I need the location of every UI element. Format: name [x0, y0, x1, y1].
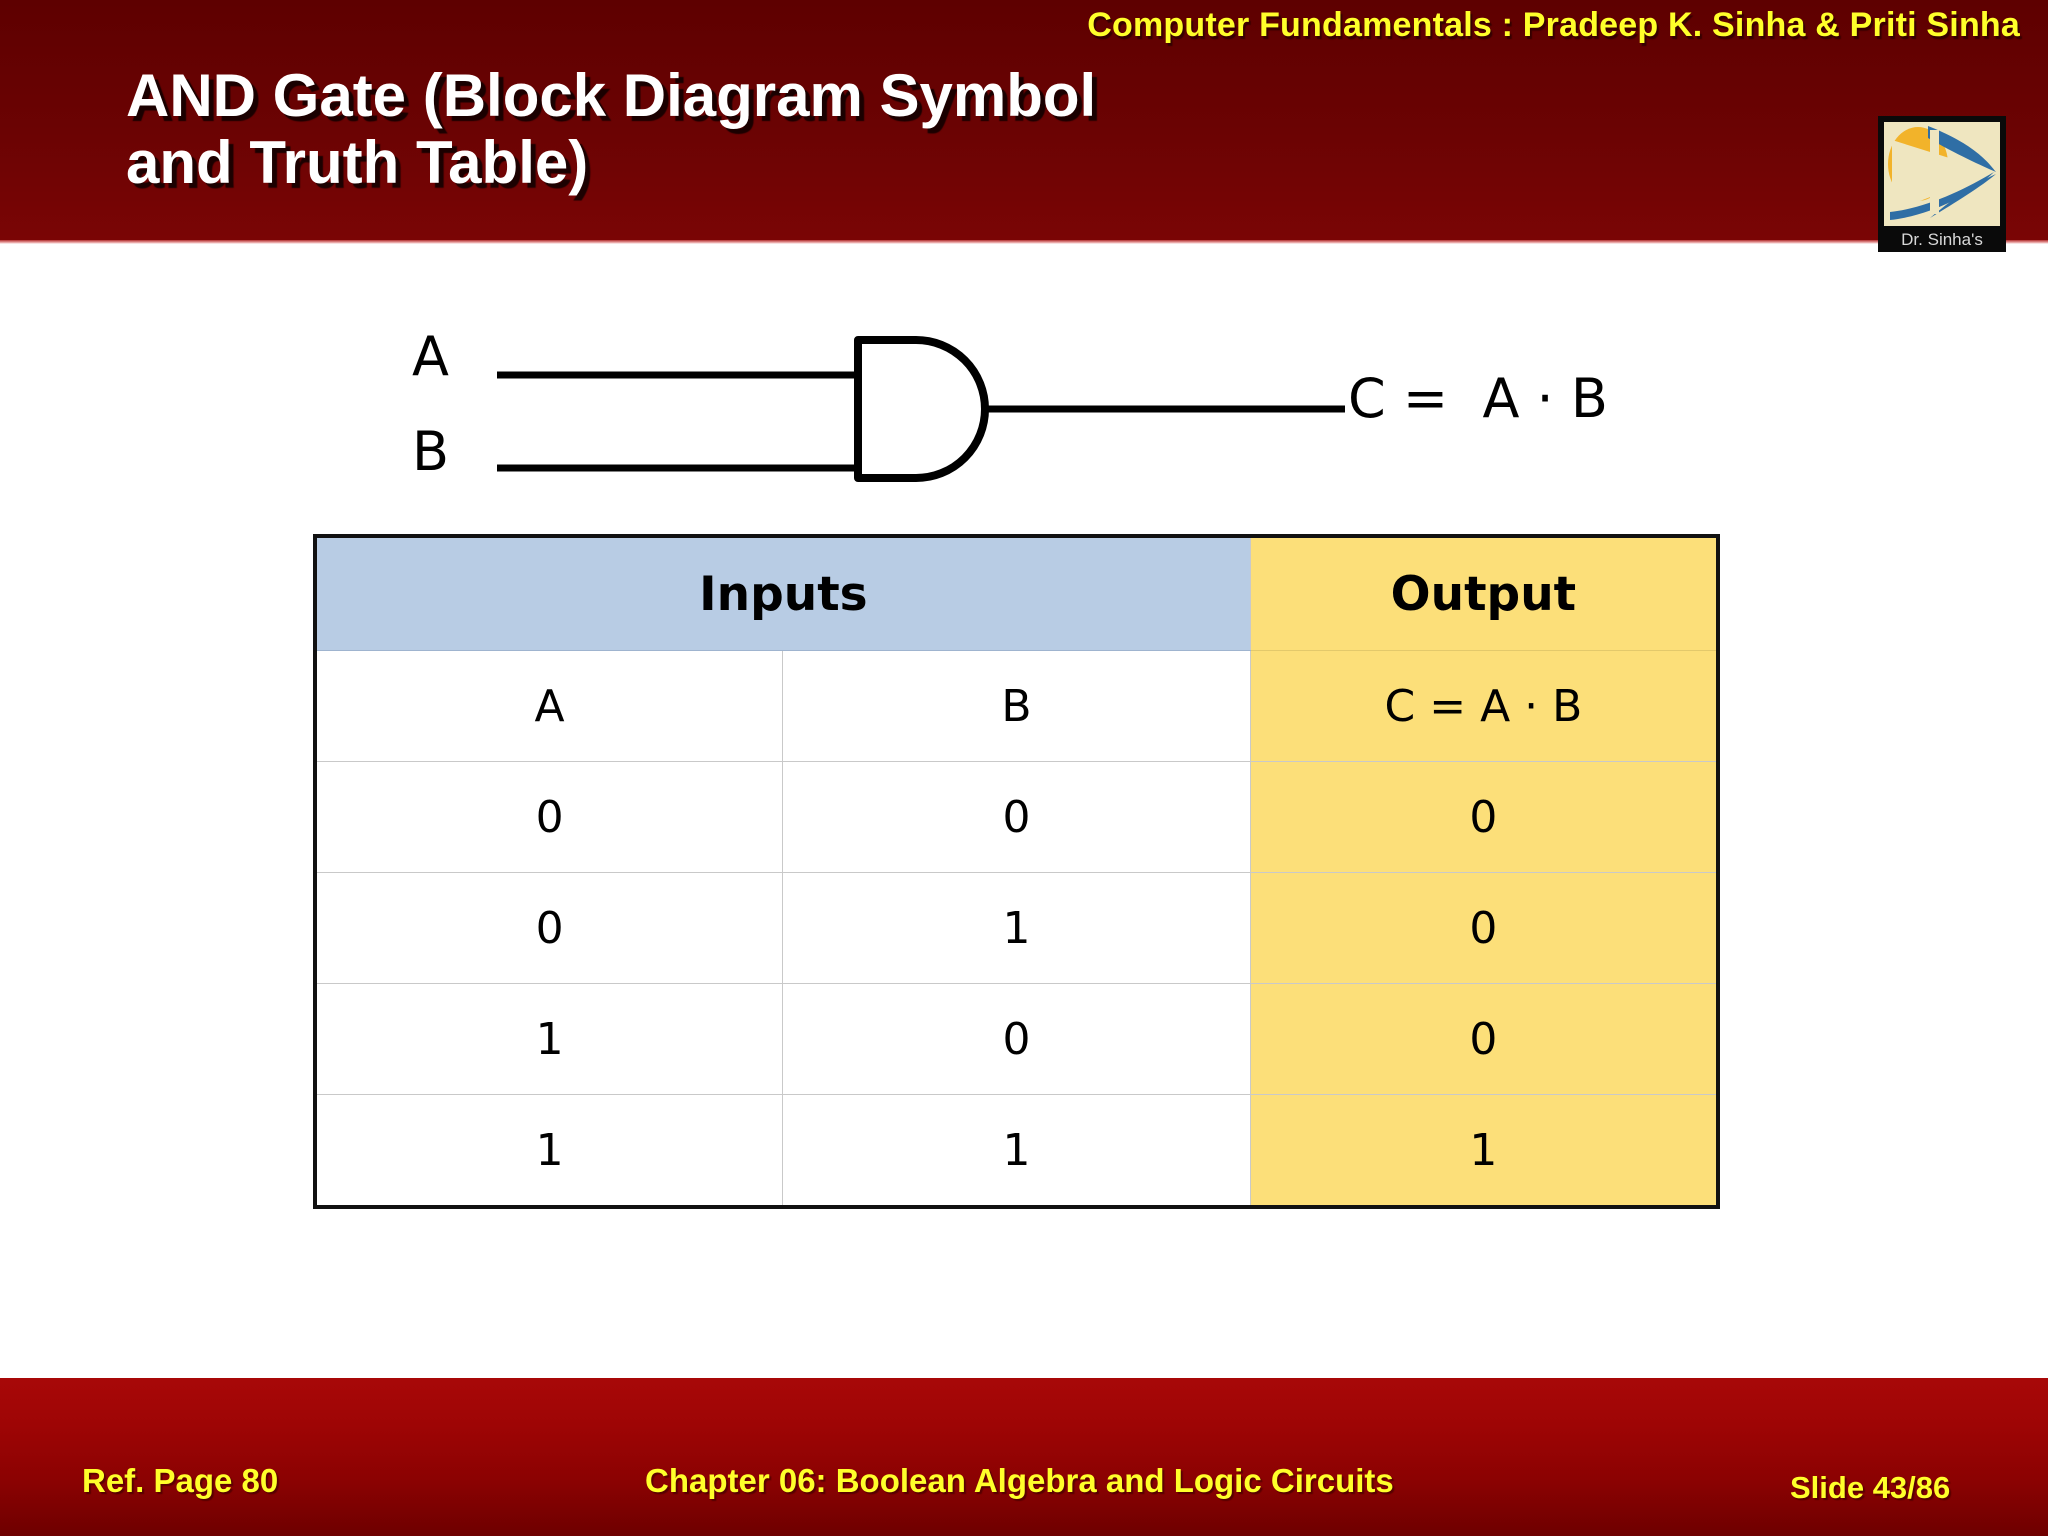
group-header-inputs: Inputs	[314, 535, 1251, 651]
cell-b: 1	[782, 872, 1251, 984]
ref-page-label: Ref. Page 80	[82, 1462, 279, 1499]
group-header-output: Output	[1249, 535, 1719, 651]
logo-icon: Dr. Sinha's	[1878, 116, 2006, 252]
header-underline-rule	[0, 240, 2048, 244]
and-gate-symbol-icon	[497, 336, 1345, 482]
cell-a: 1	[314, 983, 784, 1095]
cell-a: 0	[314, 872, 784, 984]
footer-band	[0, 1378, 2048, 1536]
slide-number-label: Slide 43/86	[1790, 1470, 1951, 1505]
cell-c: 0	[1249, 872, 1718, 984]
dr-sinhas-logo: Dr. Sinha's	[1878, 116, 2006, 252]
table-row: 1 0 0	[314, 983, 1718, 1095]
input-a-label: A	[412, 325, 449, 388]
table-row: 0 1 0	[314, 872, 1718, 984]
column-header-c: C = A · B	[1249, 650, 1718, 762]
cell-c: 0	[1249, 761, 1718, 873]
table-column-header-row: A B C = A · B	[314, 650, 1718, 762]
column-header-a: A	[314, 650, 784, 762]
cell-b: 0	[782, 761, 1251, 873]
truth-table: Inputs Output A B C = A · B 0 0 0 0 1 0 …	[313, 534, 1720, 1209]
header-band	[0, 0, 2048, 240]
page-title: AND Gate (Block Diagram Symbol and Truth…	[126, 62, 1097, 197]
cell-b: 1	[782, 1094, 1251, 1208]
chapter-label: Chapter 06: Boolean Algebra and Logic Ci…	[645, 1462, 1394, 1499]
input-b-label: B	[412, 420, 450, 483]
cell-b: 0	[782, 983, 1251, 1095]
course-credit: Computer Fundamentals : Pradeep K. Sinha…	[1087, 6, 2020, 44]
and-gate-diagram: A B C = A · B	[0, 250, 2048, 540]
cell-a: 1	[314, 1094, 784, 1208]
table-row: 0 0 0	[314, 761, 1718, 873]
output-expression: C = A · B	[1348, 367, 1608, 430]
column-header-b: B	[782, 650, 1251, 762]
cell-c: 1	[1249, 1094, 1718, 1208]
table-row: 1 1 1	[314, 1094, 1718, 1208]
logo-caption: Dr. Sinha's	[1901, 230, 1983, 249]
cell-c: 0	[1249, 983, 1718, 1095]
cell-a: 0	[314, 761, 784, 873]
table-group-header-row: Inputs Output	[314, 535, 1719, 651]
